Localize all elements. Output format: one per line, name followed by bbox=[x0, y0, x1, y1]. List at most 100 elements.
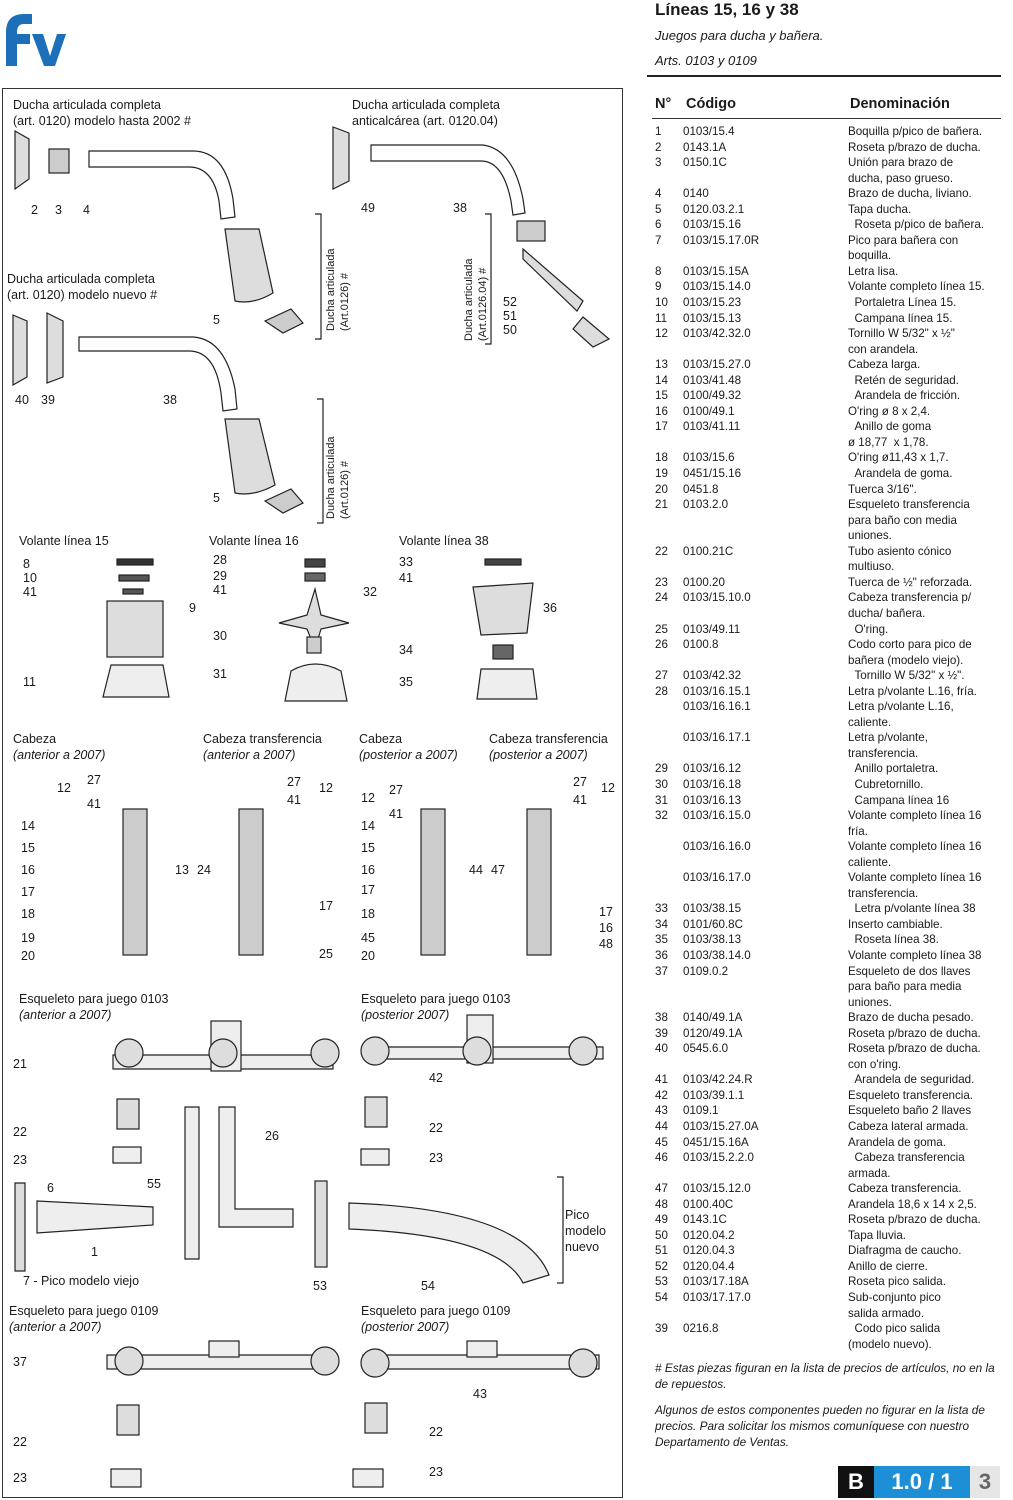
callout: 12 bbox=[319, 781, 333, 795]
part-code: 0103/38.14.0 bbox=[683, 948, 751, 962]
part-name: Anillo de cierre. bbox=[848, 1259, 928, 1273]
part-number: 2 bbox=[655, 140, 662, 154]
part-number: 51 bbox=[655, 1244, 668, 1258]
part-name: Roseta pico salida. bbox=[848, 1275, 946, 1289]
part-name: Arandela de seguridad. bbox=[848, 1073, 975, 1087]
part-name: Retén de seguridad. bbox=[848, 373, 959, 387]
page-number-badge: 1.0 / 1 bbox=[874, 1466, 970, 1498]
exploded-diagram: Ducha articulada completa (art. 0120) mo… bbox=[2, 88, 623, 1498]
part-code: 0101/60.8C bbox=[683, 917, 743, 931]
part-code: 0103/15.2.2.0 bbox=[683, 1151, 754, 1165]
caption-esq0109-ant: Esqueleto para juego 0109 bbox=[9, 1304, 159, 1318]
part-name: Pico para bañera con boquilla. bbox=[848, 233, 959, 263]
page-subtitle: Juegos para ducha y bañera. bbox=[655, 28, 824, 43]
part-code: 0103/15.14.0 bbox=[683, 280, 751, 294]
caption-ducha1-l1: Ducha articulada completa bbox=[13, 98, 161, 112]
callout: 32 bbox=[363, 585, 377, 599]
caption-cabeza-1: Cabeza bbox=[13, 732, 57, 746]
note-hash: # Estas piezas figuran en la lista de pr… bbox=[655, 1361, 995, 1391]
callout: 41 bbox=[573, 793, 587, 807]
part-code: 0103/17.17.0 bbox=[683, 1291, 751, 1305]
part-name: Cabeza transferencia p/ ducha/ bañera. bbox=[848, 591, 972, 620]
callout: 44 bbox=[469, 863, 483, 877]
part-name: Volante completo línea 38 bbox=[848, 948, 982, 962]
callout: 40 bbox=[15, 393, 29, 407]
callout: 23 bbox=[13, 1153, 27, 1167]
part-code: 0103/15.4 bbox=[683, 125, 735, 138]
caption-ducha3-l1: Ducha articulada completa bbox=[7, 272, 155, 286]
callout: 27 bbox=[287, 775, 301, 789]
callout: 15 bbox=[361, 841, 375, 855]
part-number: 7 bbox=[655, 233, 662, 247]
caption-ducha1-l2: (art. 0120) modelo hasta 2002 # bbox=[13, 114, 191, 128]
part-number: 40 bbox=[655, 1042, 668, 1056]
vertical-label-art3: (Art.0126.04) # bbox=[477, 267, 489, 341]
part-number: 18 bbox=[655, 451, 668, 465]
part-name: Codo pico salida (modelo nuevo). bbox=[848, 1322, 941, 1351]
part-name: Roseta línea 38. bbox=[848, 933, 939, 947]
part-name: Letra p/volante L.16, fría. bbox=[848, 684, 977, 698]
caption-esq0103-post: Esqueleto para juego 0103 bbox=[361, 992, 511, 1006]
part-name: Cabeza lateral armada. bbox=[848, 1120, 969, 1133]
part-code: 0103/16.15.1 bbox=[683, 684, 751, 698]
part-number: 44 bbox=[655, 1120, 668, 1133]
part-name: Volante completo línea 16 caliente. bbox=[848, 840, 982, 869]
part-name: Anillo portaletra. bbox=[848, 762, 939, 776]
part-code: 0120/49.1A bbox=[683, 1026, 743, 1040]
part-name: O'ring ø11,43 x 1,7. bbox=[848, 451, 949, 465]
caption-esq0109-ant-sub: (anterior a 2007) bbox=[9, 1320, 102, 1334]
part-name: Letra p/volante, transferencia. bbox=[848, 731, 928, 760]
part-code: 0103/39.1.1 bbox=[683, 1088, 745, 1102]
part-code: 0100/49.1 bbox=[683, 404, 735, 418]
part-number: 6 bbox=[655, 218, 662, 232]
caption-pico-nuevo: Pico modelo nuevo bbox=[565, 1208, 606, 1254]
callout: 5 bbox=[213, 313, 220, 327]
caption-anterior-2: (anterior a 2007) bbox=[203, 748, 296, 762]
part-name: Unión para brazo de ducha, paso grueso. bbox=[848, 156, 954, 185]
callout: 13 bbox=[175, 863, 189, 877]
part-name: Arandela de fricción. bbox=[848, 389, 961, 403]
parts-drawing bbox=[12, 126, 611, 1488]
part-name: Tapa ducha. bbox=[848, 202, 912, 216]
part-code: 0120.03.2.1 bbox=[683, 202, 745, 216]
part-code: 0103/38.15 bbox=[683, 902, 742, 916]
part-name: Letra p/volante L.16, caliente. bbox=[848, 700, 954, 729]
part-code: 0100.21C bbox=[683, 544, 734, 558]
part-name: Tuerca de ½" reforzada. bbox=[848, 575, 973, 589]
caption-cabeza-2: Cabeza bbox=[359, 732, 403, 746]
caption-esq0103-post-sub: (posterior 2007) bbox=[361, 1008, 450, 1022]
part-code: 0120.04.2 bbox=[683, 1228, 735, 1242]
part-number: 53 bbox=[655, 1275, 668, 1289]
part-number: 47 bbox=[655, 1182, 668, 1196]
part-code: 0103/42.32 bbox=[683, 669, 742, 683]
part-code: 0143.1C bbox=[683, 1213, 727, 1227]
part-number: 49 bbox=[655, 1213, 668, 1227]
caption-esq0109-post-sub: (posterior 2007) bbox=[361, 1320, 450, 1334]
part-number: 5 bbox=[655, 202, 662, 216]
callout: 12 bbox=[601, 781, 615, 795]
callout: 21 bbox=[13, 1057, 27, 1071]
callout: 49 bbox=[361, 201, 375, 215]
section-badge: B bbox=[838, 1466, 874, 1498]
part-code: 0103/16.12 bbox=[683, 762, 742, 776]
part-number: 42 bbox=[655, 1088, 668, 1102]
callout: 41 bbox=[213, 583, 227, 597]
